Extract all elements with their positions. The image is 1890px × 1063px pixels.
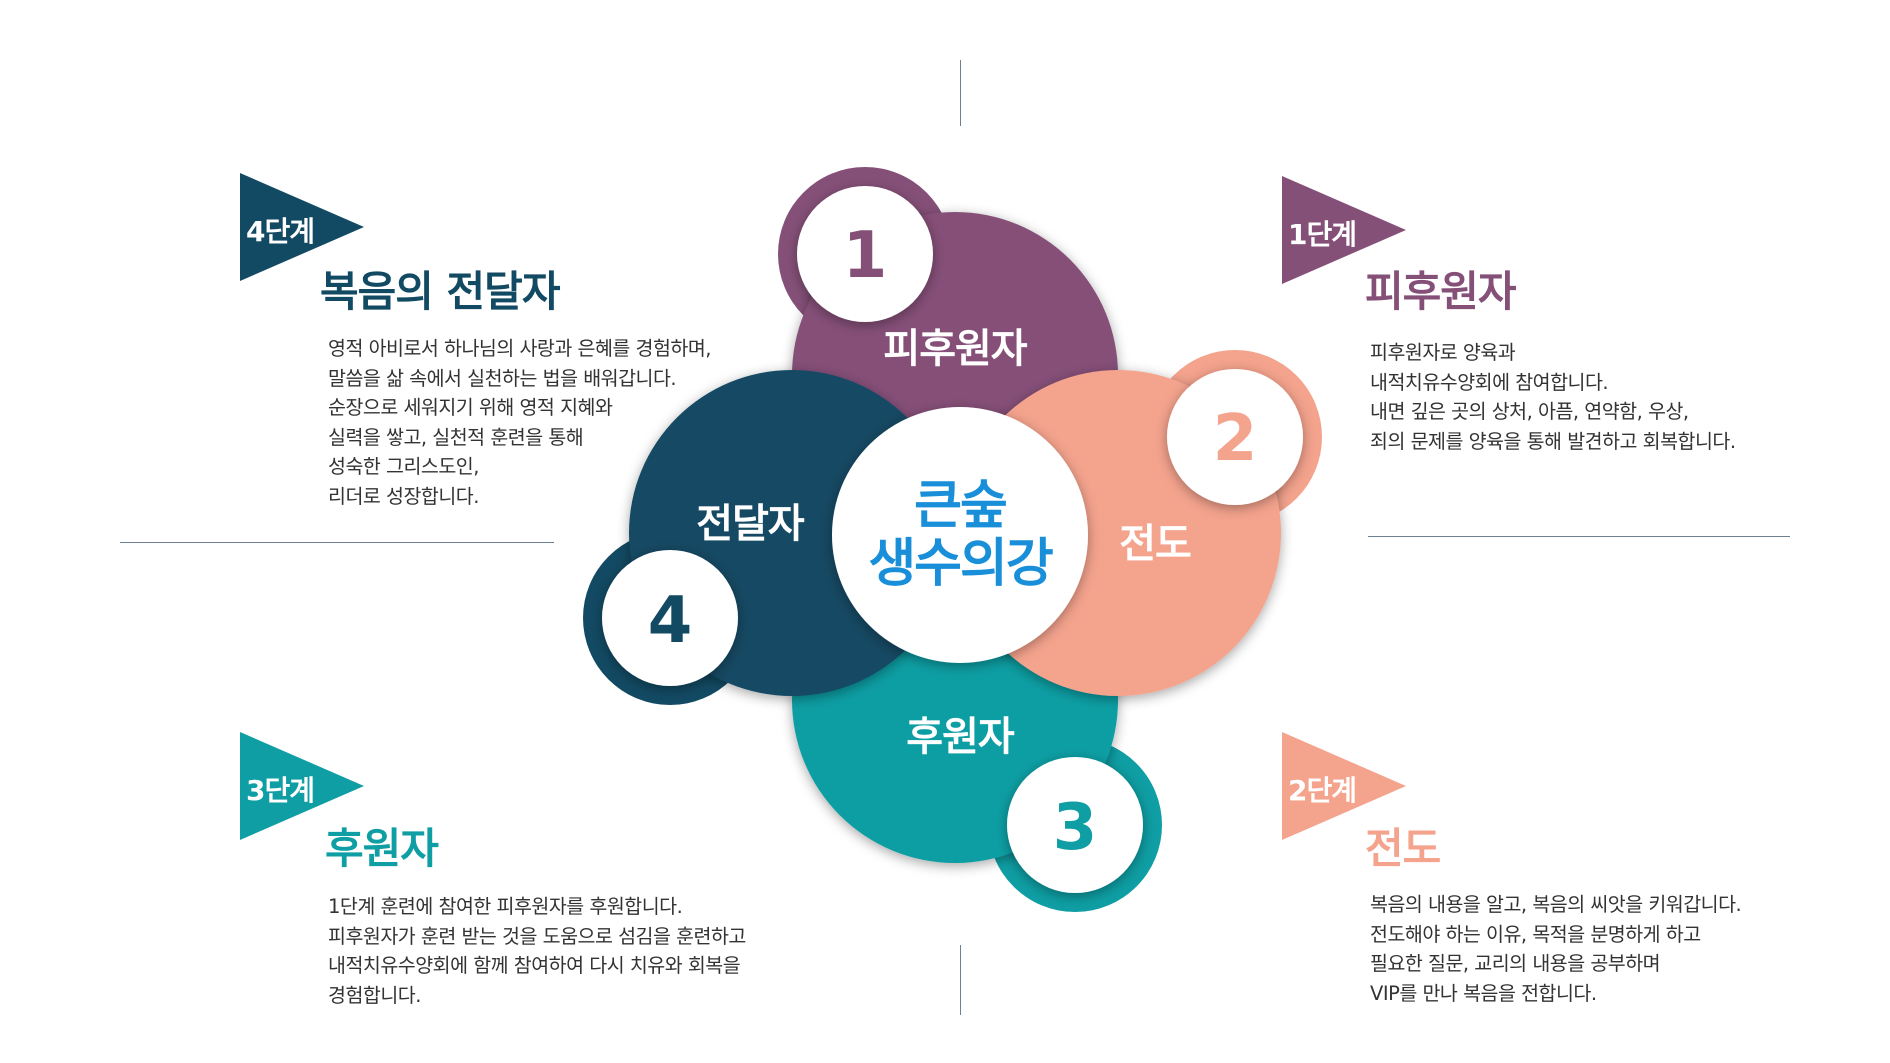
stage4-description: 영적 아비로서 하나님의 사랑과 은혜를 경험하며, 말씀을 삶 속에서 실천하…	[328, 334, 712, 511]
stage2-title: 전도	[1365, 824, 1441, 873]
stage1-description: 피후원자로 양육과 내적치유수양회에 참여합니다. 내면 깊은 곳의 상처, 아…	[1370, 338, 1736, 456]
number-3: 3	[1052, 791, 1098, 865]
stage2-line: 복음의 내용을 알고, 복음의 씨앗을 키워갑니다.	[1370, 893, 1742, 916]
stage3-flag-icon	[240, 732, 364, 840]
stage1-line: 내면 깊은 곳의 상처, 아픔, 연약함, 우상,	[1370, 400, 1689, 423]
stage4-line: 영적 아비로서 하나님의 사랑과 은혜를 경험하며,	[328, 337, 712, 360]
number-2: 2	[1212, 402, 1258, 476]
center-title-line1: 큰숲	[914, 476, 1008, 536]
stage2-line: 전도해야 하는 이유, 목적을 분명하게 하고	[1370, 922, 1701, 946]
stage2-description: 복음의 내용을 알고, 복음의 씨앗을 키워갑니다. 전도해야 하는 이유, 목…	[1370, 890, 1742, 1008]
left-divider	[120, 542, 554, 543]
number-circle-2	[1167, 369, 1303, 505]
stage1-tag: 1단계	[1288, 218, 1357, 251]
number-circle-3	[1007, 757, 1143, 893]
stage1-flag-icon	[1282, 176, 1406, 284]
stage3-title: 후원자	[325, 824, 439, 873]
number-4: 4	[647, 584, 693, 658]
stage4-tag: 4단계	[246, 215, 315, 248]
stage2-line: VIP를 만나 복음을 전합니다.	[1370, 981, 1597, 1005]
stage3-line: 피후원자가 훈련 받는 것을 도움으로 섬김을 훈련하고	[328, 924, 746, 948]
center-title: 큰숲 생수의강	[868, 476, 1053, 594]
stage3-description: 1단계 훈련에 참여한 피후원자를 후원합니다. 피후원자가 훈련 받는 것을 …	[328, 892, 746, 1010]
petal-label-1: 피후원자	[883, 326, 1027, 372]
bottom-divider	[960, 945, 961, 1015]
petal-label-2: 전도	[1119, 521, 1192, 567]
stage3-line: 1단계 훈련에 참여한 피후원자를 후원합니다.	[328, 895, 683, 918]
stage2-tag: 2단계	[1288, 774, 1357, 807]
center-title-line2: 생수의강	[868, 534, 1053, 594]
stage4-title: 복음의 전달자	[320, 267, 560, 316]
number-1: 1	[842, 219, 888, 293]
stage3-tag: 3단계	[246, 774, 315, 807]
center-circle	[832, 407, 1088, 663]
stage4-line: 성숙한 그리스도인,	[328, 455, 479, 478]
stage2-flag-icon	[1282, 732, 1406, 840]
stage3-line: 내적치유수양회에 함께 참여하여 다시 치유와 회복을	[328, 954, 741, 977]
stage4-line: 실력을 쌓고, 실천적 훈련을 통해	[328, 425, 584, 449]
stage3-line: 경험합니다.	[328, 983, 421, 1007]
petal-label-4: 전달자	[696, 501, 804, 547]
stage4-line: 말씀을 삶 속에서 실천하는 법을 배워갑니다.	[328, 366, 677, 390]
stage1-line: 죄의 문제를 양육을 통해 발견하고 회복합니다.	[1370, 429, 1736, 453]
top-divider	[960, 60, 961, 126]
number-circle-4	[602, 550, 738, 686]
stage4-flag-icon	[240, 173, 364, 281]
number-circle-1	[797, 186, 933, 322]
petal-label-3: 후원자	[906, 714, 1014, 760]
stage2-line: 필요한 질문, 교리의 내용을 공부하며	[1370, 952, 1661, 975]
right-divider	[1368, 536, 1790, 537]
stage1-line: 내적치유수양회에 참여합니다.	[1370, 370, 1609, 394]
stage1-line: 피후원자로 양육과	[1370, 341, 1516, 364]
stage4-line: 리더로 성장합니다.	[328, 484, 479, 508]
stage1-title: 피후원자	[1365, 267, 1517, 316]
stage4-line: 순장으로 세워지기 위해 영적 지혜와	[328, 396, 613, 419]
